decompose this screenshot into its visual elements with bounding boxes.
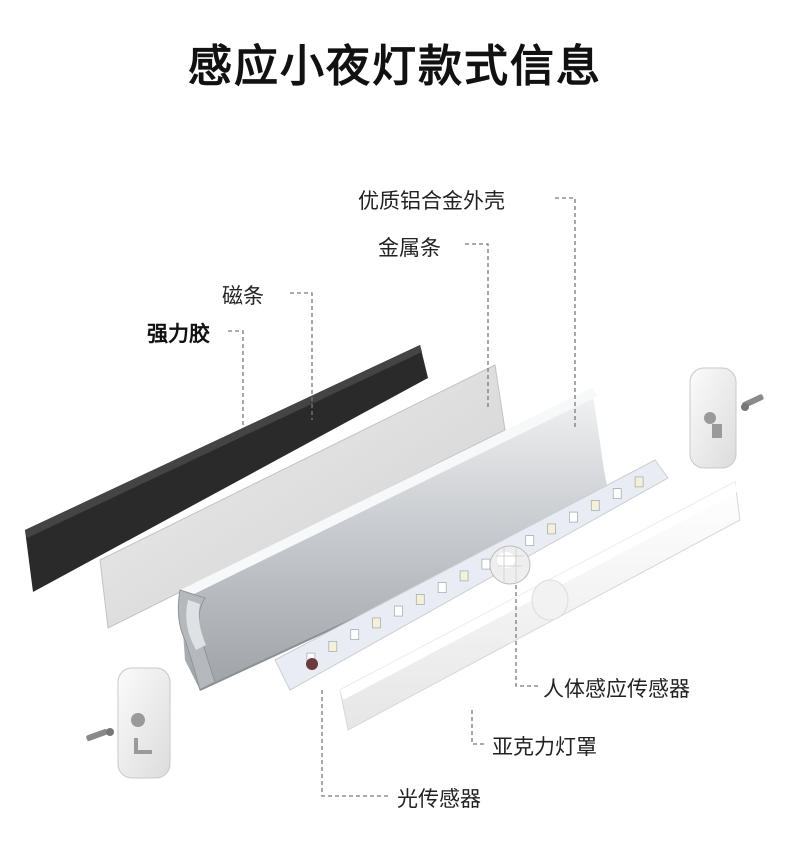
leader-line-metal-strip — [465, 243, 489, 410]
label-metal-strip: 金属条 — [378, 236, 441, 260]
label-acrylic-cover: 亚克力灯罩 — [492, 735, 597, 759]
acrylic-cover — [339, 481, 741, 731]
led-chip — [569, 511, 578, 523]
label-adhesive: 强力胶 — [147, 322, 210, 346]
leader-line-shell — [555, 197, 576, 430]
screw-icon — [86, 728, 114, 742]
label-aluminum-shell: 优质铝合金外壳 — [358, 189, 505, 213]
led-chip — [350, 629, 360, 640]
led-chip — [612, 488, 622, 500]
end-cap-right — [689, 367, 737, 469]
led-chip — [328, 641, 338, 652]
screw-icon — [741, 394, 764, 411]
led-chip — [459, 570, 469, 582]
page-title: 感应小夜灯款式信息 — [188, 41, 602, 92]
led-chip — [393, 605, 403, 617]
end-cap-left — [117, 667, 171, 779]
leader-line-magnetic-strip — [290, 292, 313, 420]
label-pir-sensor: 人体感应传感器 — [543, 677, 690, 701]
metal-strip — [99, 364, 506, 629]
led-chip — [525, 535, 535, 546]
label-light-sensor: 光传感器 — [397, 787, 481, 811]
label-magnetic-strip: 磁条 — [222, 284, 264, 308]
leader-line-acrylic — [471, 710, 485, 745]
light-sensor-chip — [306, 658, 318, 670]
led-chip — [437, 582, 447, 593]
leader-line-pir — [515, 585, 538, 687]
leader-line-light-sensor — [321, 690, 390, 797]
led-chip — [547, 523, 556, 535]
leader-line-adhesive — [228, 330, 244, 428]
pir-sensor — [489, 545, 531, 585]
led-chip — [590, 499, 600, 511]
led-chip — [415, 594, 425, 605]
led-chip — [372, 617, 382, 629]
led-chip — [481, 558, 491, 570]
adhesive-strip — [25, 345, 428, 592]
led-chip — [634, 476, 644, 488]
